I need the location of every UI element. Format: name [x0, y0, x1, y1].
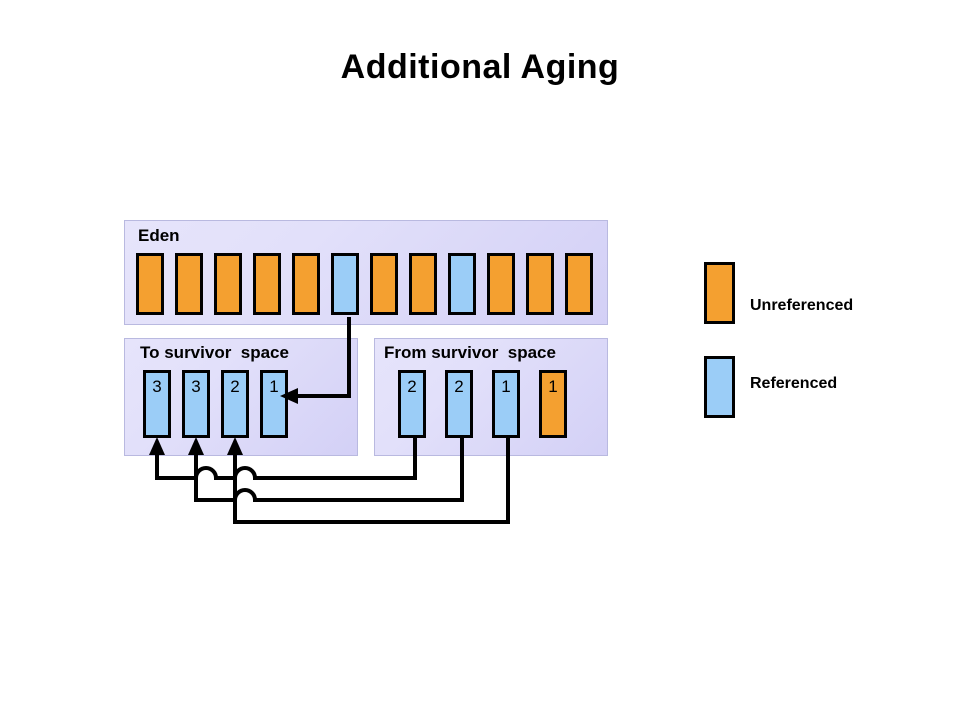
legend-label-referenced: Referenced — [750, 375, 838, 392]
eden-block-9[interactable] — [487, 253, 515, 315]
legend-label-unreferenced: Unreferenced — [750, 297, 854, 314]
from-survivor-block-3-age: 1 — [548, 377, 558, 396]
from-survivor-block-0[interactable]: 2 — [398, 370, 426, 438]
to-survivor-block-0-age: 3 — [152, 377, 162, 396]
from-survivor-block-2-age: 1 — [501, 377, 511, 396]
region-to-survivor-space-label: To survivor space — [140, 343, 289, 362]
from-survivor-block-1[interactable]: 2 — [445, 370, 473, 438]
region-eden-label: Eden — [138, 226, 180, 245]
page-title: Additional Aging — [340, 48, 620, 86]
to-survivor-block-2-age: 2 — [230, 377, 240, 396]
to-survivor-block-3-age: 1 — [269, 377, 279, 396]
from-survivor-block-1-age: 2 — [454, 377, 464, 396]
from-survivor-block-3[interactable]: 1 — [539, 370, 567, 438]
to-survivor-block-2[interactable]: 2 — [221, 370, 249, 438]
to-survivor-block-0[interactable]: 3 — [143, 370, 171, 438]
legend-swatch-referenced — [704, 356, 735, 418]
to-survivor-block-3[interactable]: 1 — [260, 370, 288, 438]
to-survivor-block-1[interactable]: 3 — [182, 370, 210, 438]
region-from-survivor-space-label: From survivor space — [384, 343, 556, 362]
eden-block-6[interactable] — [370, 253, 398, 315]
from-survivor-block-2[interactable]: 1 — [492, 370, 520, 438]
eden-block-5[interactable] — [331, 253, 359, 315]
eden-block-1[interactable] — [175, 253, 203, 315]
from-survivor-block-0-age: 2 — [407, 377, 417, 396]
eden-block-7[interactable] — [409, 253, 437, 315]
legend-swatch-unreferenced — [704, 262, 735, 324]
eden-block-3[interactable] — [253, 253, 281, 315]
eden-block-0[interactable] — [136, 253, 164, 315]
eden-block-10[interactable] — [526, 253, 554, 315]
eden-block-11[interactable] — [565, 253, 593, 315]
eden-block-4[interactable] — [292, 253, 320, 315]
to-survivor-block-1-age: 3 — [191, 377, 201, 396]
eden-block-8[interactable] — [448, 253, 476, 315]
eden-block-2[interactable] — [214, 253, 242, 315]
